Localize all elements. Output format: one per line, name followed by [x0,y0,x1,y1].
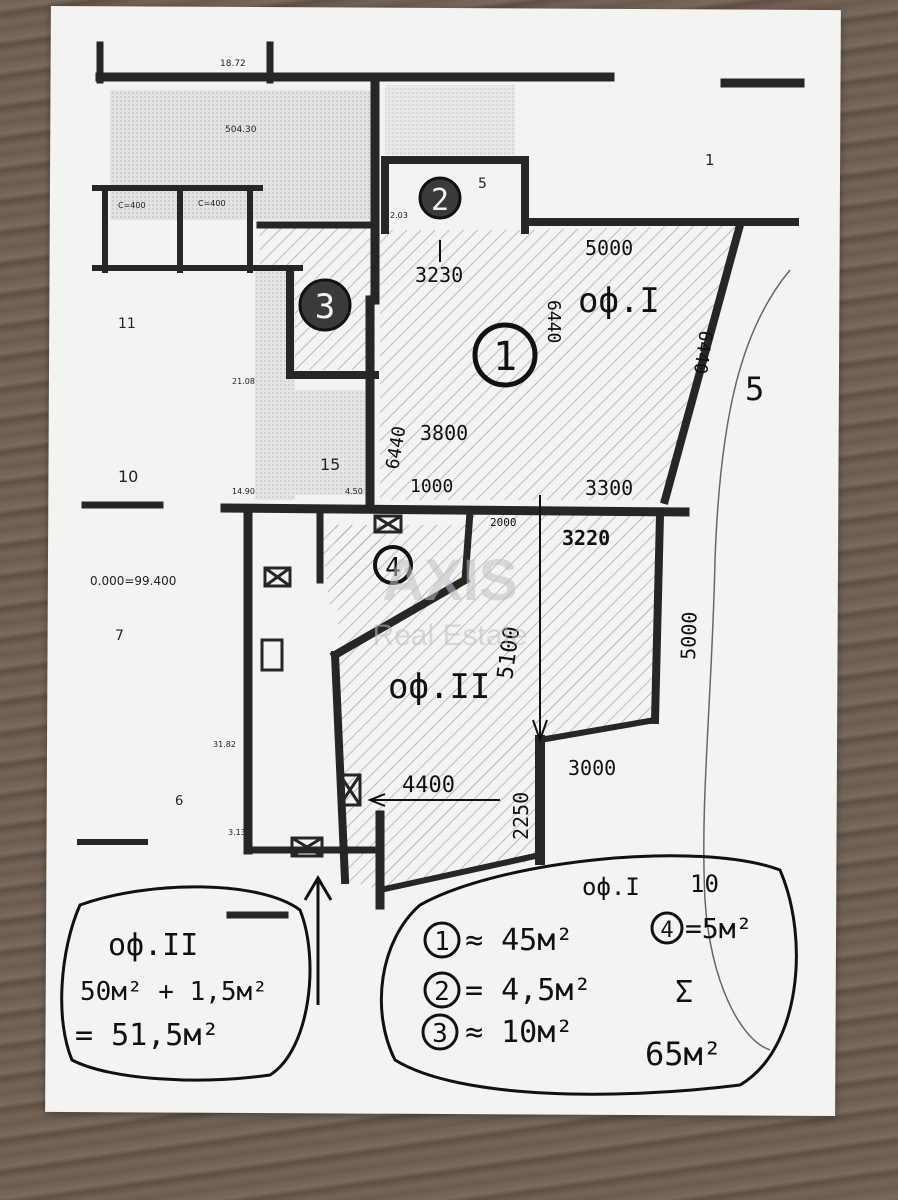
plan-walls [77,41,805,919]
dimension-arrows [367,240,548,807]
legend-office-II: оф.II 50м² + 1,5м² = 51,5м² [60,885,312,1082]
dimension-label: 5000 [585,236,633,260]
print-label: 31.82 [213,740,236,749]
circled-number: 2 [431,183,449,218]
print-label: 504.30 [225,125,257,135]
dimension-label: 2000 [490,516,517,529]
dimension-label: 5000 [676,611,702,660]
curved-boundary-line [703,269,791,1051]
printed-labels: 18.72 504.30 C=400 C=400 21.08 14.90 4.5… [90,59,715,837]
room-number: 7 [115,628,124,644]
room-number: 11 [118,316,136,332]
print-label: 4.50 [345,487,363,496]
legend-item: ≈ 45м² [465,923,573,958]
room-number: 1 [705,151,715,169]
legend-office-I: оф.I 10 1 ≈ 45м² 2 = 4,5м² 3 ≈ 10м² 4 =5… [379,854,798,1096]
legend-note: 10 [690,870,719,898]
legend-circle: 2 [434,977,450,1007]
legend-title: оф.I [582,873,640,901]
dimension-label: 6440 [543,300,564,343]
entrance-arrow [303,875,333,1005]
print-label: 18.72 [220,59,246,69]
print-label: 21.08 [232,377,255,386]
legend-circle: 4 [660,918,673,943]
handwritten-dimensions: 5000 3230 6440 6440 6440 3800 1000 3300 … [382,236,764,840]
dimension-label: 3300 [585,476,633,500]
legend-circle: 3 [432,1019,448,1049]
legend-total: 65м² [645,1035,722,1073]
legend-item: =5м² [685,912,752,945]
print-label: 3.13 [228,828,246,837]
office-labels: оф.I оф.II [388,281,660,707]
circled-number: 4 [385,553,401,583]
legend-sum-mark: Σ [675,975,693,1010]
print-label: 2.03 [390,211,408,220]
office-label-I: оф.I [578,281,660,321]
dimension-label: 3220 [562,526,610,550]
legend-item: ≈ 10м² [465,1015,573,1050]
room-number: 10 [118,467,138,486]
circled-room-markers: 1 2 3 4 [298,176,538,585]
door-symbols [260,514,403,858]
circled-number: 3 [315,287,335,327]
dimension-label: 1000 [410,476,453,497]
room-number: 15 [320,455,340,474]
dimension-label: 3230 [415,263,463,287]
dimension-label: 2250 [509,792,533,840]
legend-item: = 4,5м² [465,973,591,1008]
dimension-label: 3000 [568,756,616,780]
room-number: 6 [175,794,183,809]
dimension-label: 3800 [420,421,468,445]
watermark-brand: AXIS [382,548,517,613]
legend-title: оф.II [108,928,198,963]
watermark-subtitle: Real Estate [372,619,527,652]
dimension-label: 4400 [402,773,455,798]
print-label: C=400 [118,201,146,210]
print-label: 14.90 [232,487,255,496]
room-number: 5 [478,176,487,192]
office-label-II: оф.II [388,667,490,707]
legend-line: = 51,5м² [75,1018,220,1053]
print-label: C=400 [198,199,226,208]
dimension-label: 5 [745,370,764,408]
hatched-office-areas [260,225,740,890]
watermark: AXIS Real Estate [372,548,527,652]
circled-number: 1 [493,334,517,380]
legend-circle: 1 [434,927,450,957]
print-elevation-label: 0.000=99.400 [90,574,176,588]
legend-line: 50м² + 1,5м² [80,977,268,1007]
